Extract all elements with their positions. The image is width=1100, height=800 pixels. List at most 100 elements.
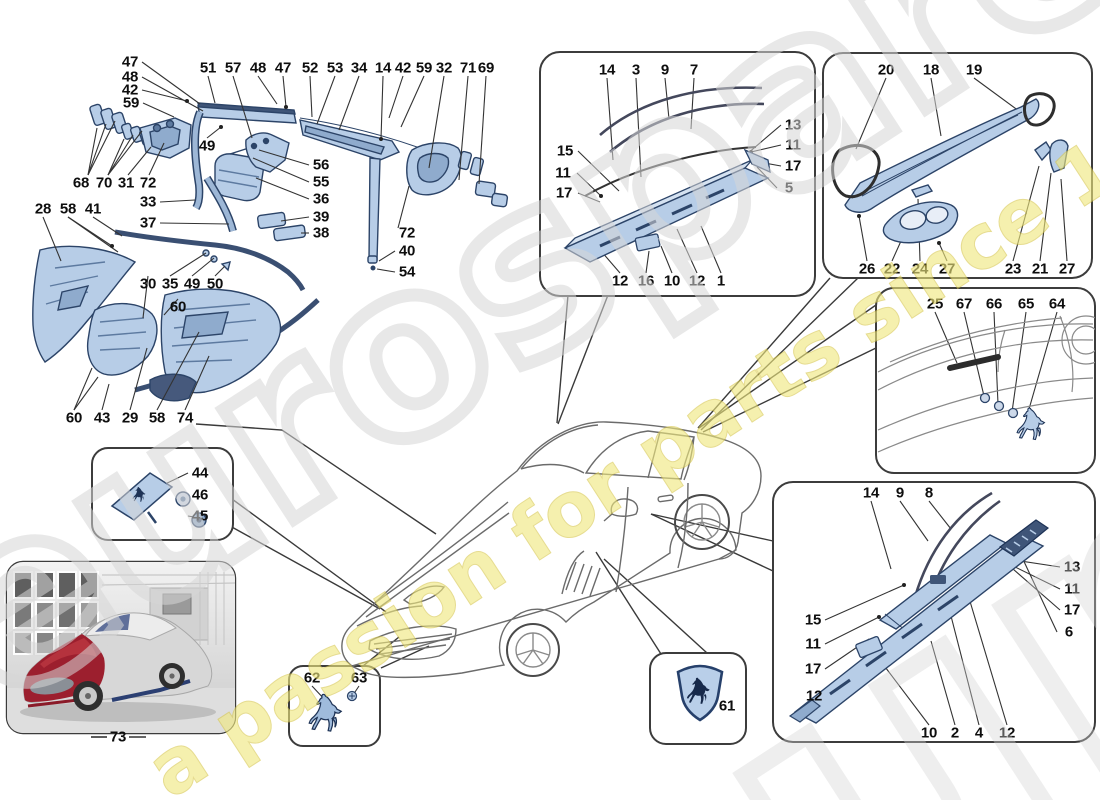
part-label-right-sill-callout: 15 [804, 611, 822, 629]
part-label-main-exploded-diagram: 49 [198, 137, 216, 155]
part-label-badge-plate-callout: 46 [191, 486, 209, 504]
part-label-main-exploded-diagram: 69 [477, 59, 495, 77]
left-sill-parts [563, 86, 771, 263]
part-label-main-exploded-diagram: 40 [398, 242, 416, 260]
part-label-grille-horse-callout: 63 [350, 669, 368, 687]
part-label-right-sill-callout: 12 [805, 687, 823, 705]
part-label-main-exploded-diagram: 54 [398, 263, 416, 281]
part-label-right-sill-callout: 17 [1063, 601, 1081, 619]
right-sill-parts [788, 491, 1050, 724]
part-label-main-exploded-diagram: 50 [206, 275, 224, 293]
part-label-main-exploded-diagram: 70 [95, 174, 113, 192]
part-label-left-sill-callout: 12 [688, 272, 706, 290]
part-label-main-exploded-diagram: 59 [415, 59, 433, 77]
part-label-left-sill-callout: 1 [716, 272, 726, 290]
part-label-main-exploded-diagram: 68 [72, 174, 90, 192]
fender-shield-parts [676, 664, 724, 722]
part-label-right-sill-callout: 4 [974, 724, 984, 742]
part-label-main-exploded-diagram: 14 [374, 59, 392, 77]
part-label-badge-plate-callout: 45 [191, 507, 209, 525]
part-label-a-pillar-callout: 18 [922, 61, 940, 79]
part-label-right-sill-callout: 11 [1064, 580, 1080, 598]
part-label-main-exploded-diagram: 58 [59, 200, 77, 218]
part-label-main-exploded-diagram: 72 [139, 174, 157, 192]
a-pillar-parts [831, 92, 1069, 244]
part-label-main-exploded-diagram: 47 [274, 59, 292, 77]
part-label-main-exploded-diagram: 72 [398, 224, 416, 242]
part-label-right-sill-callout: 10 [920, 724, 938, 742]
part-label-right-sill-callout: 13 [1063, 558, 1081, 576]
part-label-left-sill-callout: 14 [598, 61, 616, 79]
part-label-left-sill-callout: 15 [556, 142, 574, 160]
part-label-main-exploded-diagram: 34 [350, 59, 368, 77]
part-label-main-exploded-diagram: 51 [199, 59, 217, 77]
part-label-main-exploded-diagram: 49 [183, 275, 201, 293]
part-label-main-exploded-diagram: 57 [224, 59, 242, 77]
part-label-left-sill-callout: 13 [784, 116, 802, 134]
part-label-main-exploded-diagram: 32 [435, 59, 453, 77]
part-label-right-sill-callout: 11 [805, 635, 821, 653]
part-label-a-pillar-callout: 20 [877, 61, 895, 79]
front-seal [114, 229, 306, 292]
part-label-left-sill-callout: 9 [660, 61, 670, 79]
part-label-main-exploded-diagram: 28 [34, 200, 52, 218]
part-label-a-pillar-callout: 27 [1058, 260, 1076, 278]
part-label-main-exploded-diagram: 36 [312, 190, 330, 208]
part-label-main-exploded-diagram: 30 [139, 275, 157, 293]
part-label-main-exploded-diagram: 53 [326, 59, 344, 77]
part-label-main-exploded-diagram: 58 [148, 409, 166, 427]
part-label-a-pillar-callout: 26 [858, 260, 876, 278]
part-label-showroom-photo: 73 [109, 728, 127, 746]
part-label-fender-shield-callout: 61 [718, 697, 736, 715]
part-label-badge-plate-callout: 44 [191, 464, 209, 482]
part-label-left-sill-callout: 3 [631, 61, 641, 79]
part-label-main-exploded-diagram: 74 [176, 409, 194, 427]
part-label-main-exploded-diagram: 37 [139, 214, 157, 232]
part-label-main-exploded-diagram: 42 [121, 81, 139, 99]
part-label-main-exploded-diagram: 55 [312, 173, 330, 191]
part-label-rear-badge-callout: 25 [926, 295, 944, 313]
part-label-main-exploded-diagram: 71 [459, 59, 477, 77]
part-label-right-sill-callout: 14 [862, 484, 880, 502]
part-label-left-sill-callout: 17 [555, 184, 573, 202]
rear-badge-box [875, 287, 1096, 474]
part-label-a-pillar-callout: 27 [938, 260, 956, 278]
part-label-left-sill-callout: 17 [784, 157, 802, 175]
part-label-rear-badge-callout: 64 [1048, 295, 1066, 313]
part-label-main-exploded-diagram: 41 [84, 200, 102, 218]
floor-panel-left [32, 245, 137, 363]
part-label-a-pillar-callout: 19 [965, 61, 983, 79]
rear-badge-parts [877, 315, 1095, 453]
main-exploded-diagram [32, 102, 509, 402]
part-label-main-exploded-diagram: 43 [93, 409, 111, 427]
grille-horse-parts [308, 690, 358, 732]
part-label-a-pillar-callout: 22 [883, 260, 901, 278]
part-label-right-sill-callout: 9 [895, 484, 905, 502]
part-label-main-exploded-diagram: 56 [312, 156, 330, 174]
photo-car-wheels [73, 663, 185, 711]
part-label-right-sill-callout: 6 [1064, 623, 1074, 641]
car-illustration [341, 421, 762, 679]
part-label-left-sill-callout: 7 [689, 61, 699, 79]
part-label-right-sill-callout: 17 [804, 660, 822, 678]
part-label-grille-horse-callout: 62 [303, 669, 321, 687]
part-label-left-sill-callout: 10 [663, 272, 681, 290]
showroom-photo [7, 562, 235, 733]
part-label-main-exploded-diagram: 48 [249, 59, 267, 77]
part-label-main-exploded-diagram: 35 [161, 275, 179, 293]
part-label-left-sill-callout: 12 [611, 272, 629, 290]
part-label-main-exploded-diagram: 60 [65, 409, 83, 427]
part-label-main-exploded-diagram: 38 [312, 224, 330, 242]
part-label-right-sill-callout: 8 [924, 484, 934, 502]
part-label-main-exploded-diagram: 52 [301, 59, 319, 77]
part-label-right-sill-callout: 12 [998, 724, 1016, 742]
part-label-left-sill-callout: 5 [784, 179, 794, 197]
part-label-left-sill-callout: 11 [785, 136, 801, 154]
part-label-rear-badge-callout: 65 [1017, 295, 1035, 313]
part-label-main-exploded-diagram: 31 [117, 174, 135, 192]
part-label-a-pillar-callout: 23 [1004, 260, 1022, 278]
part-label-main-exploded-diagram: 60 [169, 298, 187, 316]
part-label-rear-badge-callout: 67 [955, 295, 973, 313]
